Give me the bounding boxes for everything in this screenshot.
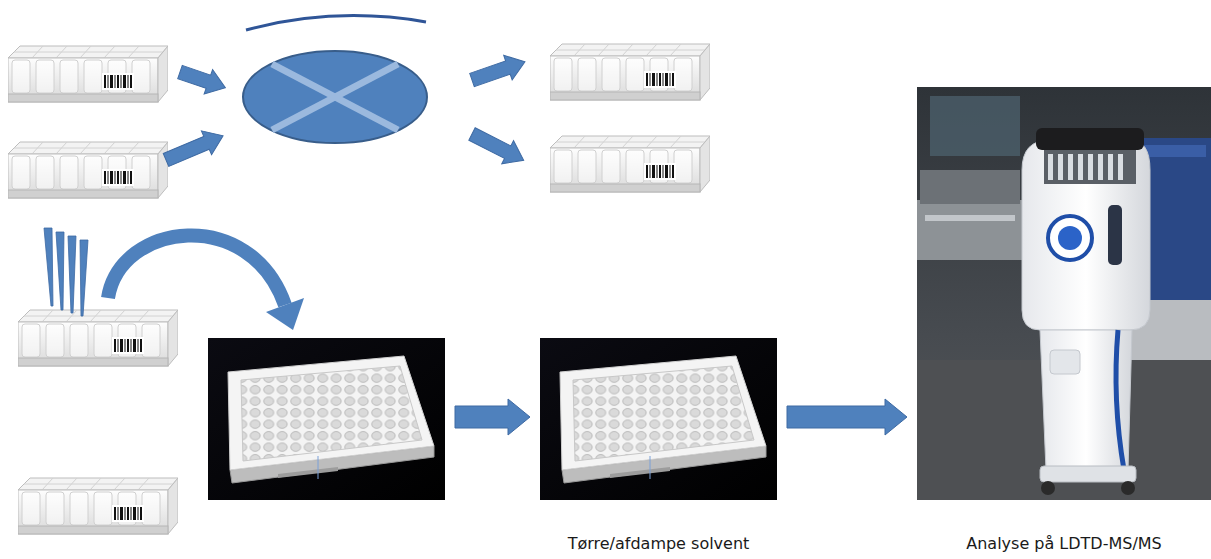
well-plate-photo xyxy=(208,338,445,500)
deep-well-plate xyxy=(550,136,710,192)
caption-text: Tørre/afdampe solvent xyxy=(540,534,777,554)
well-plate-photo xyxy=(540,338,777,500)
deep-well-plate xyxy=(8,142,168,198)
caption-text: Analyse på LDTD-MS/MS xyxy=(917,534,1211,554)
pipette-tips xyxy=(44,228,88,316)
shaker-symbol xyxy=(243,16,427,143)
photo-caption-box: Analyse på LDTD-MS/MS xyxy=(917,87,1211,558)
block-arrow xyxy=(787,399,907,435)
image-caption-box: Tørre/afdampe solvent xyxy=(540,338,777,558)
deep-well-plate xyxy=(18,310,178,366)
deep-well-plate xyxy=(8,46,168,102)
instrument-photo xyxy=(917,87,1211,500)
transfer-arrow xyxy=(108,235,304,330)
deep-well-plate xyxy=(550,44,710,100)
deep-well-plate xyxy=(18,478,178,534)
